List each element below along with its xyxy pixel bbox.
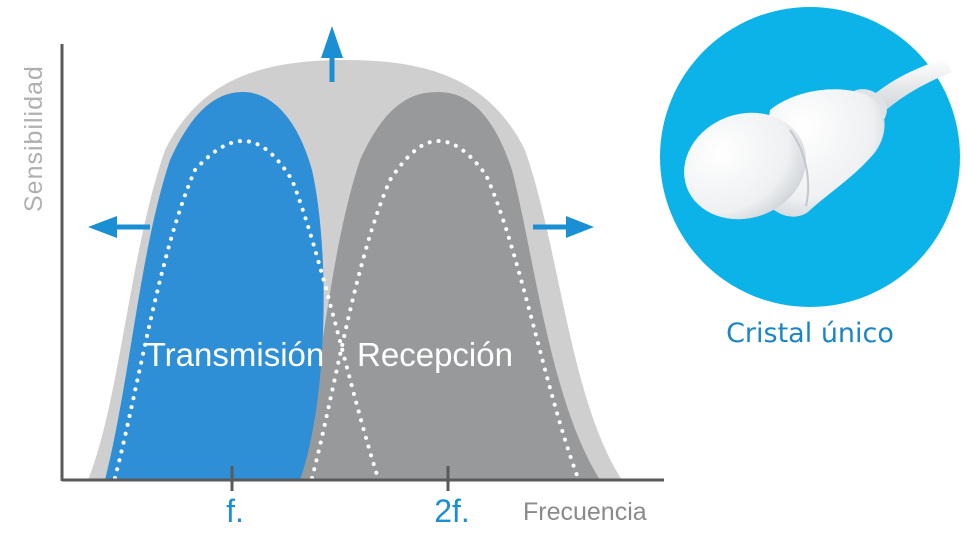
transmit-band [105, 92, 324, 480]
receive-dotted-curve [310, 138, 580, 480]
probe-illustration [660, 7, 960, 307]
transmit-label: Transmisión [146, 336, 325, 373]
tick-f-label: f. [226, 493, 244, 529]
tick-2f-label: 2f. [434, 493, 470, 529]
x-axis-label: Frecuencia [523, 498, 647, 526]
receive-label: Recepción [357, 336, 513, 373]
arrow-left-icon [88, 216, 150, 238]
receive-band [300, 92, 600, 480]
arrow-up-icon [321, 26, 343, 82]
probe-cable [872, 58, 952, 112]
y-axis-label: Sensibilidad [20, 65, 48, 212]
probe-head [684, 112, 806, 220]
arrow-right-icon [533, 216, 594, 238]
probe-seam [789, 129, 810, 207]
probe-caption: Cristal único [726, 318, 894, 349]
